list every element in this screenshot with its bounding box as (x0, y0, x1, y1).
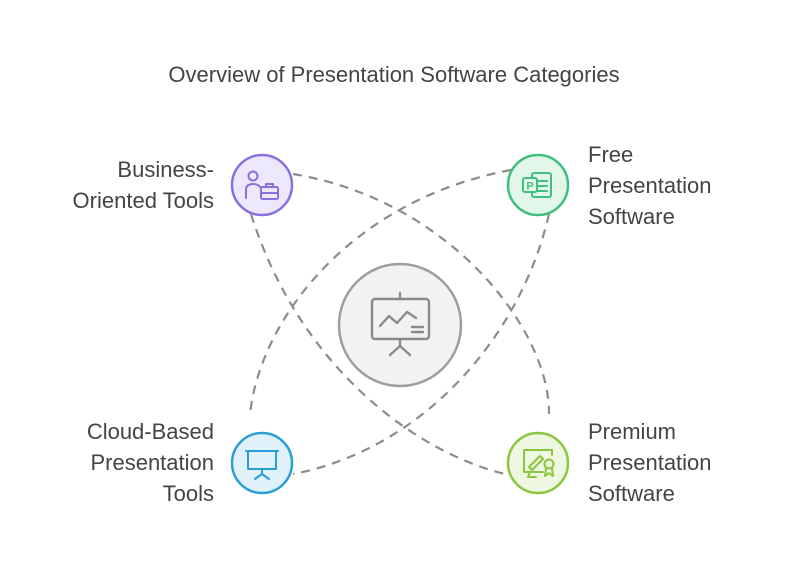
node-business (230, 153, 294, 217)
label-free: Free Presentation Software (588, 142, 712, 229)
center-node (337, 262, 463, 388)
presentation-screen-icon (245, 450, 279, 480)
curve-business-premium (292, 172, 551, 415)
node-premium (506, 431, 570, 495)
powerpoint-file-icon: P (522, 172, 552, 198)
node-cloud (230, 431, 294, 495)
curve-free-cloud (248, 168, 512, 415)
curve-business-premium-inner (249, 213, 510, 477)
curve-free-cloud-inner (292, 213, 551, 476)
label-premium: Premium Presentation Software (588, 419, 712, 506)
diagram-title: Overview of Presentation Software Catego… (168, 62, 620, 87)
presentation-board-chart-icon (370, 291, 431, 357)
label-business: Business- Oriented Tools (72, 157, 214, 213)
label-cloud: Cloud-Based Presentation Tools (86, 419, 214, 506)
svg-text:P: P (526, 181, 533, 193)
connector-curves (248, 168, 551, 477)
person-briefcase-icon (245, 170, 279, 200)
node-free: P (506, 153, 570, 217)
certificate-screen-icon (523, 449, 555, 478)
